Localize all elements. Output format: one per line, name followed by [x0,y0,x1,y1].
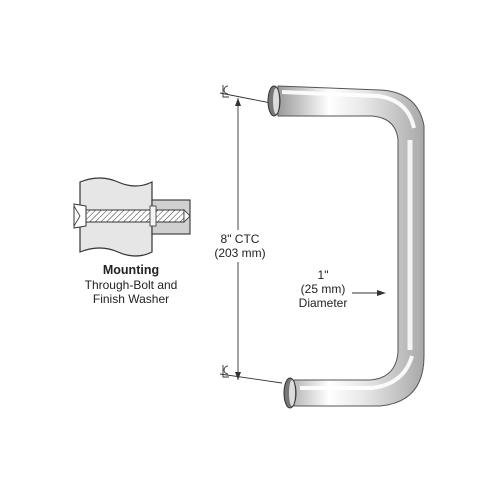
ctc-arrow-bottom [235,372,241,380]
ctc-dimension [219,92,283,384]
pull-handle [267,85,425,409]
mounting-detail [73,177,191,257]
mounting-caption-line1: Through-Bolt and [84,278,178,292]
finish-washer [149,205,157,227]
centerline-symbol-bottom [222,365,229,378]
centerline-symbol-top [222,85,229,98]
mounting-caption-line2: Finish Washer [92,292,170,306]
diameter-label-line1: 1" [317,268,329,282]
centerline-bottom [219,373,283,384]
handle-body [277,85,425,407]
centerline-top [219,92,277,105]
ctc-label-line1: 8" CTC [220,232,260,246]
mounting-title: Mounting [102,263,160,277]
diameter-label-line2: (25 mm) [300,282,346,296]
diameter-label-line3: Diameter [298,296,348,310]
ctc-label-line2: (203 mm) [214,246,266,260]
ctc-arrow-top [235,98,241,106]
diameter-arrowhead [377,290,386,296]
through-bolt [85,209,185,223]
